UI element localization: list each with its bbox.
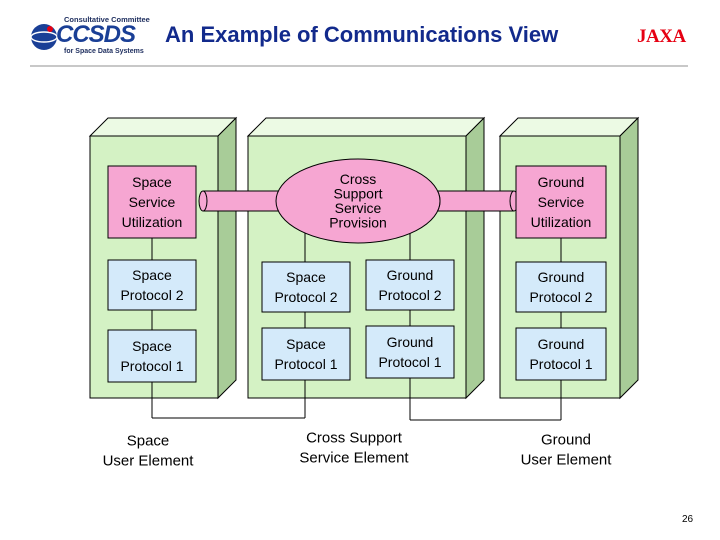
service-cell-label-line: Cross xyxy=(340,171,377,187)
protocol-cell-label-line: Space xyxy=(132,338,172,354)
protocol-cell-label-line: Protocol 2 xyxy=(274,289,337,305)
protocol-cell-label-line: Protocol 1 xyxy=(120,358,183,374)
agency-logo: JAXA xyxy=(637,26,686,47)
protocol-cell-label-line: Protocol 2 xyxy=(529,289,592,305)
service-cell-shape xyxy=(515,165,607,239)
logo-wordmark: CCSDS xyxy=(56,21,136,48)
cross-support-service-element-top xyxy=(246,117,486,137)
element-label-line: Cross Support xyxy=(306,429,403,446)
space-user-element-top xyxy=(88,117,238,137)
service-cell-label-line: Service xyxy=(335,200,382,216)
element-label-line: Space xyxy=(127,432,170,449)
service-cell-label-line: Service xyxy=(129,194,176,210)
protocol-cell-label-line: Space xyxy=(286,336,326,352)
protocol-cell-label-line: Ground xyxy=(538,269,585,285)
service-cell-label-line: Provision xyxy=(329,215,387,231)
protocol-cell-label-line: Protocol 1 xyxy=(378,354,441,370)
protocol-cell-label-line: Space xyxy=(286,269,326,285)
service-cell-shape xyxy=(107,165,197,239)
logo-line-bottom: for Space Data Systems xyxy=(64,48,144,55)
logo-line-top: Consultative Committee xyxy=(64,15,150,24)
service-cell-label-line: Utilization xyxy=(122,214,183,230)
service-pipe-left xyxy=(198,190,287,212)
protocol-cell-shape xyxy=(261,261,351,313)
cross-support-service-element-side xyxy=(465,116,485,400)
protocol-cell-label-line: Protocol 1 xyxy=(274,356,337,372)
service-cell-label-line: Utilization xyxy=(531,214,592,230)
protocol-cell-shape xyxy=(365,325,455,379)
protocol-cell-label-line: Protocol 1 xyxy=(529,356,592,372)
globe-icon xyxy=(30,24,58,50)
element-label-line: Service Element xyxy=(299,449,409,466)
protocol-cell-shape xyxy=(365,259,455,311)
service-cell-label-line: Support xyxy=(333,186,382,202)
protocol-cell-label-line: Protocol 2 xyxy=(378,287,441,303)
service-cell-label-line: Service xyxy=(538,194,585,210)
protocol-cell-shape xyxy=(107,329,197,383)
protocol-cell-label-line: Ground xyxy=(387,334,434,350)
element-label-line: Ground xyxy=(541,431,591,448)
protocol-cell-shape xyxy=(261,327,351,381)
protocol-cell-label-line: Protocol 2 xyxy=(120,287,183,303)
service-cell-label-line: Space xyxy=(132,174,172,190)
service-cell-label-line: Ground xyxy=(538,174,585,190)
page-number: 26 xyxy=(682,514,694,525)
element-label-line: User Element xyxy=(521,451,613,468)
ground-user-element-side xyxy=(619,116,639,400)
ground-user-element-top xyxy=(498,117,640,137)
protocol-cell-label-line: Ground xyxy=(538,336,585,352)
protocol-cell-shape xyxy=(107,259,197,311)
service-pipe-right xyxy=(431,190,519,212)
protocol-cell-label-line: Space xyxy=(132,267,172,283)
protocol-cell-shape xyxy=(515,327,607,381)
space-user-element-side xyxy=(217,116,237,400)
protocol-cell-shape xyxy=(515,261,607,313)
element-label-line: User Element xyxy=(103,452,195,469)
protocol-cell-label-line: Ground xyxy=(387,267,434,283)
ccsds-logo: Consultative Committee CCSDS for Space D… xyxy=(30,15,165,57)
service-cell-shape xyxy=(275,158,441,244)
page-title: An Example of Communications View xyxy=(165,22,559,47)
